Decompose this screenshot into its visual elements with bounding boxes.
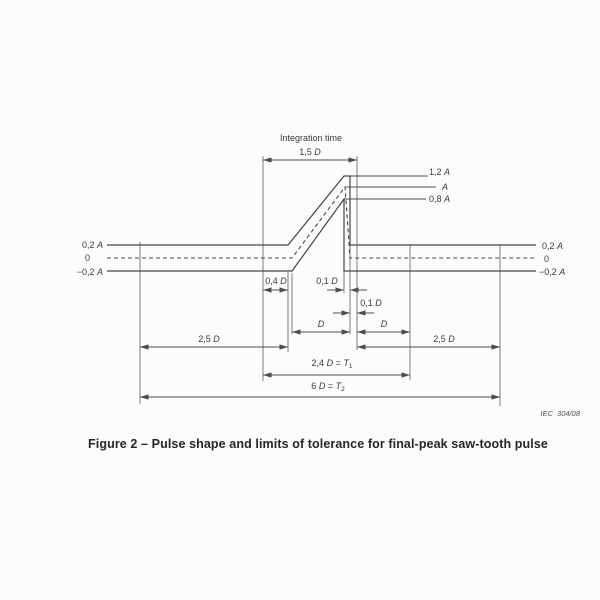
dim-2-5d-label-left: 2,5 D: [198, 334, 220, 344]
level-label-0-2a-left: 0,2 A: [82, 240, 103, 250]
pulse-upper-tolerance-line: [107, 175, 536, 246]
level-label-0-right: 0: [544, 254, 549, 264]
integration-time-label: Integration time: [280, 133, 342, 143]
pulse-nominal-line: [107, 185, 536, 259]
peak-label-a: A: [441, 182, 448, 192]
dim-0-1d-label-first: 0,1 D: [316, 276, 338, 286]
dim-0-4d-label: 0,4 D: [265, 276, 287, 286]
dim-t2-label: 6 D = T2: [311, 381, 345, 393]
figure-caption: Figure 2 – Pulse shape and limits of tol…: [88, 437, 548, 451]
dim-t1-label: 2,4 D = T1: [312, 358, 353, 370]
peak-leader-lines: [344, 175, 436, 200]
dim-0-1d-label-second: 0,1 D: [360, 298, 382, 308]
iec-reference-label: IEC 304/08: [540, 409, 580, 418]
dim-2-5d-label-right: 2,5 D: [433, 334, 455, 344]
dim-1-5d-label: 1,5 D: [299, 147, 321, 157]
dim-d-label-right: D: [381, 319, 388, 329]
level-label-minus-0-2a-left: −0,2 A: [77, 267, 103, 277]
pulse-curves: [107, 175, 536, 272]
peak-label-1-2a: 1,2 A: [429, 167, 450, 177]
level-label-0-left: 0: [85, 253, 90, 263]
dimension-lines: [140, 157, 500, 400]
dim-d-label-left: D: [318, 319, 325, 329]
level-label-0-2a-right: 0,2 A: [542, 241, 563, 251]
level-label-minus-0-2a-right: −0,2 A: [539, 267, 565, 277]
pulse-lower-tolerance-line: [107, 197, 536, 272]
peak-label-0-8a: 0,8 A: [429, 194, 450, 204]
